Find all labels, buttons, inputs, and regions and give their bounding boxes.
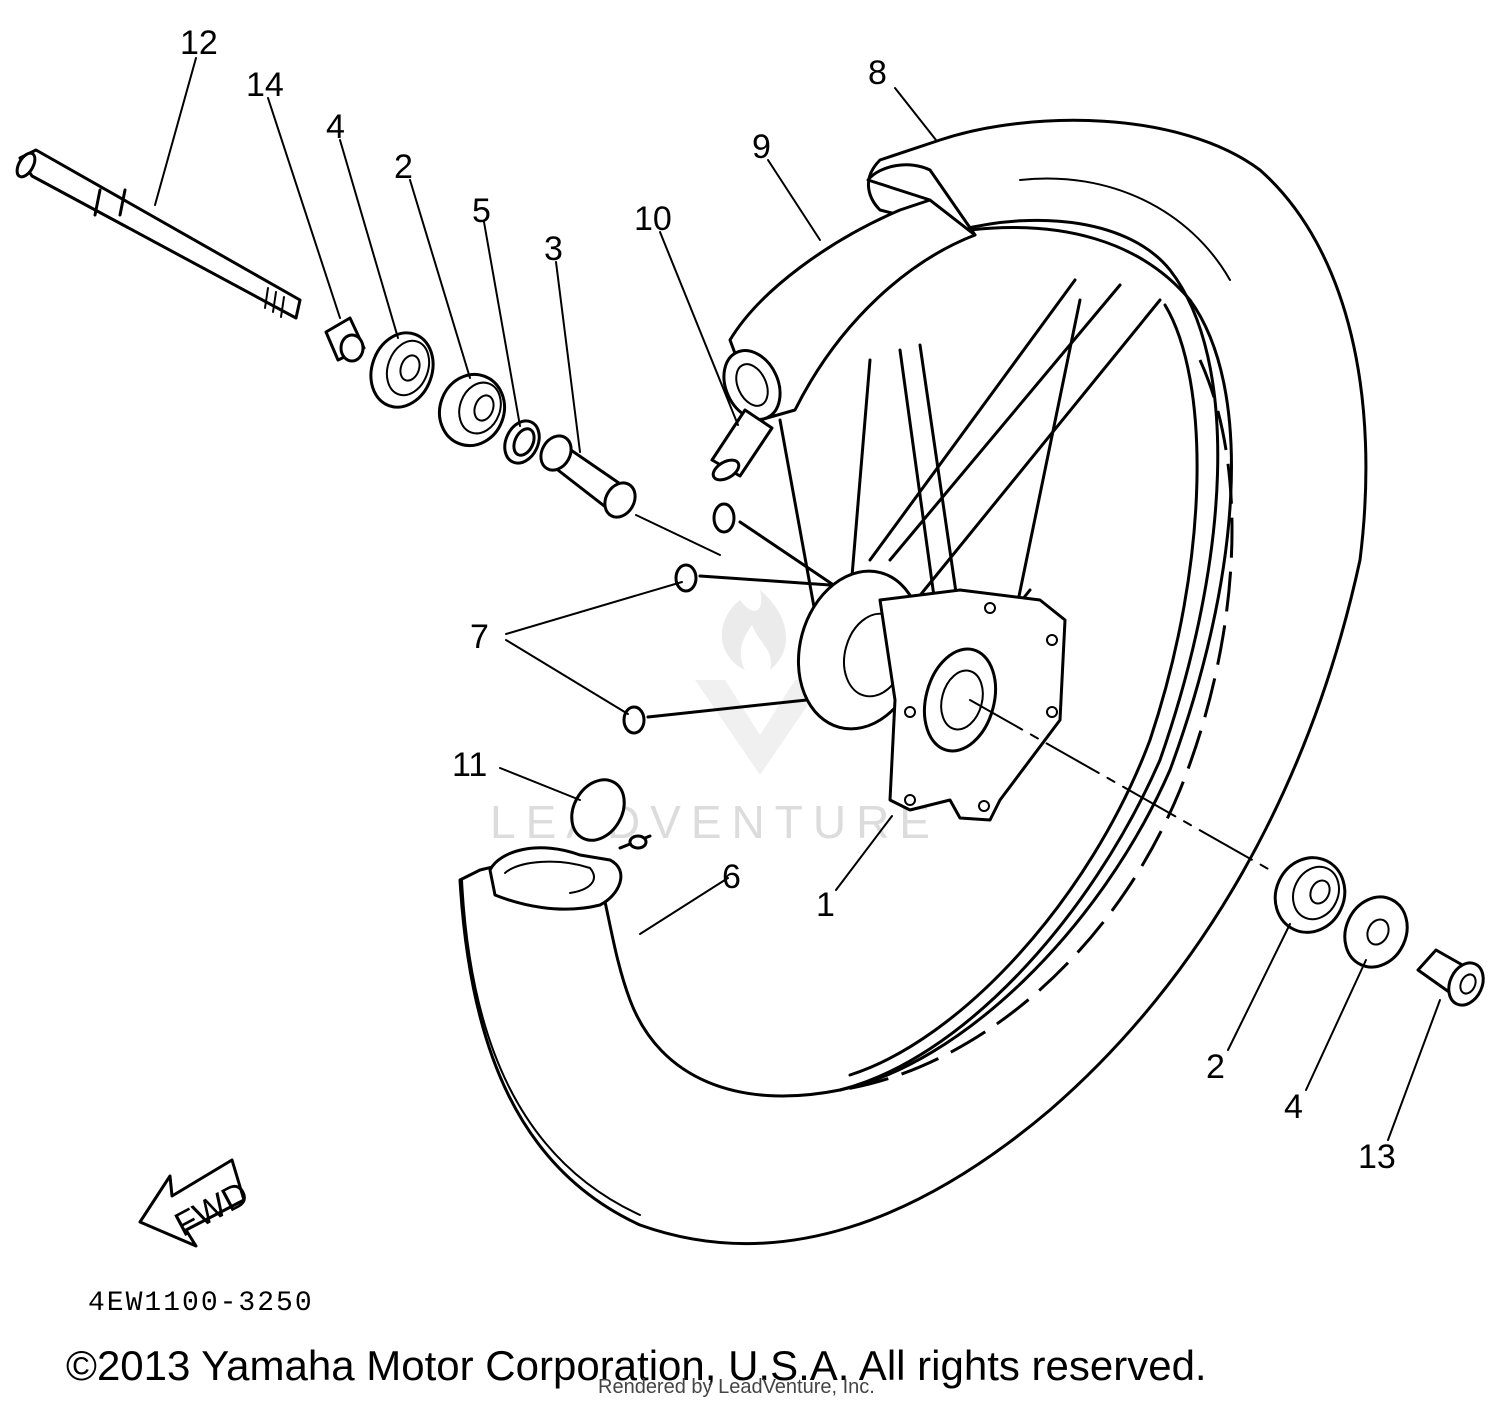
collar-part-14 [324,316,366,363]
callout-6: 6 [722,858,741,896]
watermark-logo [695,590,825,775]
callout-10: 10 [634,200,672,238]
diagram-code: 4EW1100-3250 [88,1288,314,1319]
callout-11: 11 [452,746,487,784]
callout-13: 13 [1358,1138,1396,1176]
callout-labels: 12 14 4 2 5 3 10 9 8 7 11 6 1 2 4 13 [180,24,1396,1176]
circlip-part-5 [503,419,541,465]
rendered-by-credit: Rendered by LeadVenture, Inc. [598,1376,875,1398]
tube-part-9 [722,163,977,422]
callout-5: 5 [472,192,491,230]
callout-4: 4 [326,108,345,146]
callout-2: 2 [394,148,413,186]
oil-seal-part-4-right [1343,895,1409,969]
spacer-part-3 [539,434,637,519]
rim-band-part-11 [488,778,652,911]
spoke-nipples-part-7 [622,502,736,735]
forward-direction-arrow: FWD [138,1158,255,1248]
hub-part-1 [796,569,1067,822]
collar-part-13 [1416,948,1485,1007]
callout-8: 8 [868,54,887,92]
oil-seal-part-4 [369,331,435,409]
assembly-axis-lines [635,514,1271,871]
callout-7: 7 [470,618,489,656]
callout-1: 1 [816,886,835,924]
axle-part-12 [15,148,302,320]
callout-14: 14 [246,66,284,104]
callout-12: 12 [180,24,218,62]
watermark-text: LEADVENTURE [490,796,940,848]
rim-part-8 [838,177,1234,1092]
bearing-part-2-right [1273,856,1347,934]
copyright-notice: ©2013 Yamaha Motor Corporation, U.S.A. A… [66,1342,1207,1389]
bearing-part-2 [438,372,506,448]
callout-3: 3 [544,230,563,268]
callout-2-right: 2 [1206,1048,1225,1086]
callout-9: 9 [752,128,771,166]
callout-4-right: 4 [1284,1088,1303,1126]
leader-lines [154,57,1441,1141]
valve-part-10 [710,408,774,482]
